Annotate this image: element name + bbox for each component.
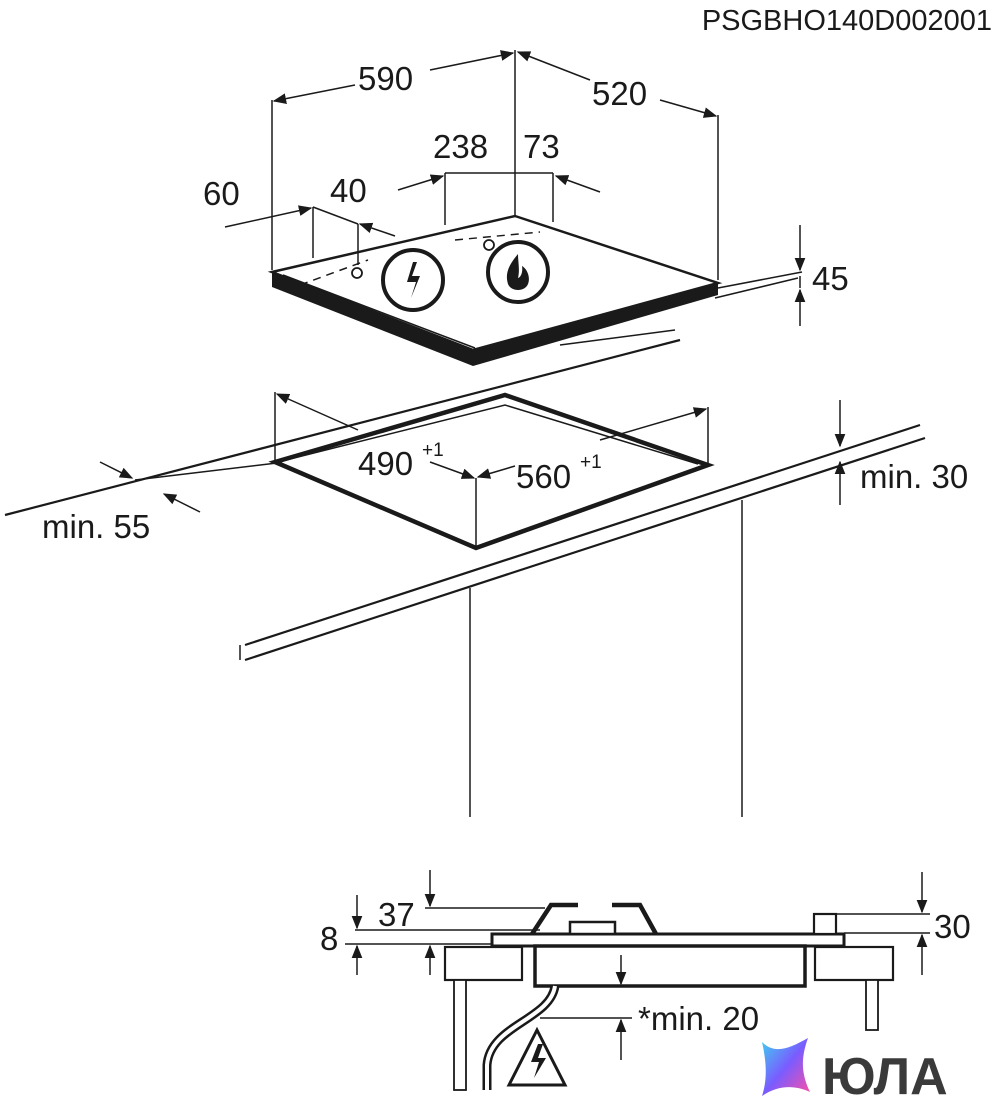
dim-min20-label: *min. 20 bbox=[638, 1000, 759, 1037]
worktop bbox=[4, 338, 926, 662]
dim-min55-label: min. 55 bbox=[42, 508, 150, 545]
svg-text:ЮЛА: ЮЛА bbox=[822, 1048, 948, 1100]
dim-cutout-depth-label: 490 bbox=[358, 445, 413, 482]
drawing-code: PSGBHO140D002001 bbox=[702, 5, 992, 37]
electric-warning-triangle-icon bbox=[506, 1026, 568, 1087]
hob-section-view bbox=[443, 902, 895, 1091]
dim-238-label: 238 bbox=[433, 128, 488, 165]
dim-45-label: 45 bbox=[812, 260, 849, 297]
dim-73-label: 73 bbox=[523, 128, 560, 165]
dim-cutout-width-tolerance: +1 bbox=[580, 452, 602, 473]
dim-37-label: 37 bbox=[378, 896, 415, 933]
worktop-cutout bbox=[268, 392, 715, 551]
electric-hazard-icon bbox=[381, 248, 445, 312]
dim-width-label: 590 bbox=[358, 60, 413, 97]
dim-30-label: 30 bbox=[934, 908, 971, 945]
dim-60-label: 60 bbox=[203, 175, 240, 212]
gas-flame-icon bbox=[486, 240, 550, 304]
dim-cutout-width-label: 560 bbox=[516, 458, 571, 495]
yula-watermark-logo: ЮЛА bbox=[762, 1038, 948, 1100]
dim-depth-label: 520 bbox=[592, 75, 647, 112]
dim-cutout-depth-tolerance: +1 bbox=[422, 440, 444, 461]
dim-min30-label: min. 30 bbox=[860, 458, 968, 495]
dim-8-label: 8 bbox=[320, 920, 338, 957]
dim-40-label: 40 bbox=[330, 172, 367, 209]
